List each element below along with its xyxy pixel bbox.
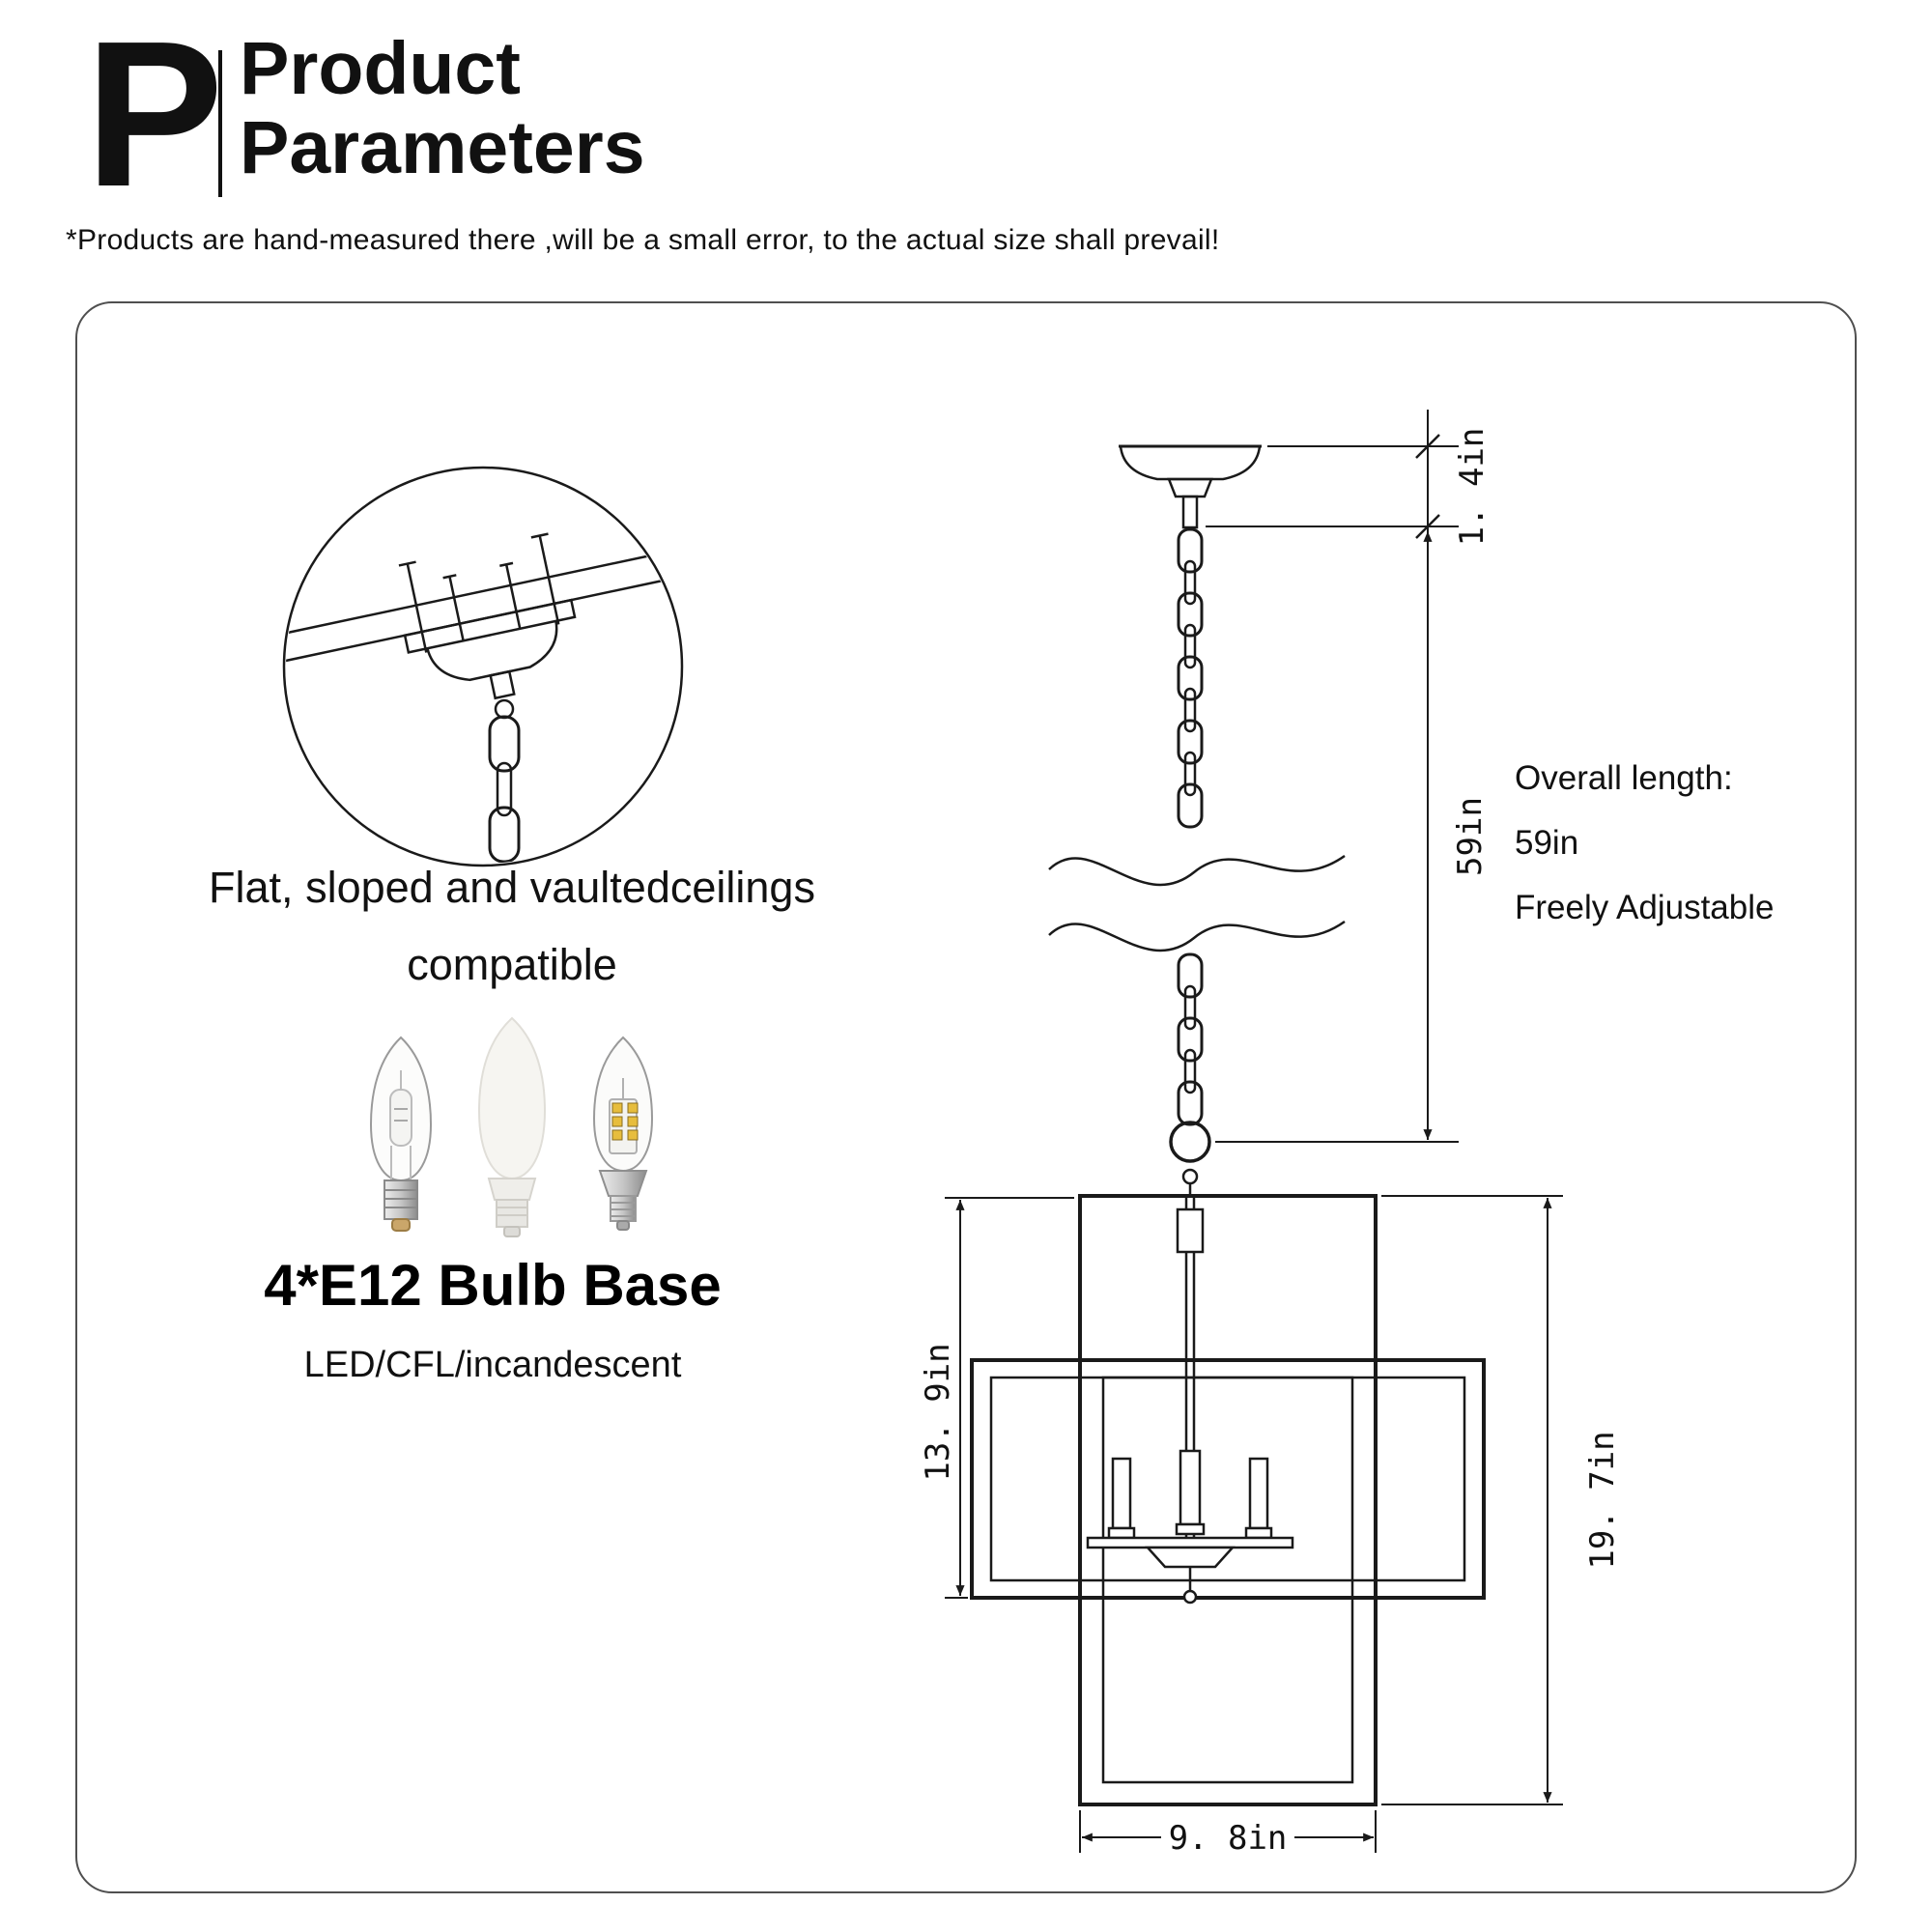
dim-label-cage-height: 13. 9in — [919, 1343, 957, 1481]
ceiling-caption-line2: compatible — [407, 940, 617, 989]
page-title-line2: Parameters — [240, 106, 645, 189]
bobeche-plate — [1086, 1536, 1294, 1605]
dim-fixture-height: 19. 7in — [1381, 1195, 1622, 1805]
bulb-base-title: 4*E12 Bulb Base — [264, 1253, 722, 1318]
dim-label-canopy-height: 1. 4in — [1453, 428, 1492, 547]
chain-lower — [1177, 952, 1204, 1126]
ceiling-caption-line1: Flat, sloped and vaultedceilings — [209, 863, 815, 912]
fixture-frame — [970, 1194, 1486, 1806]
fixture-frame-side-outer — [970, 1358, 1486, 1600]
dim-cage-height: 13. 9in — [919, 1197, 1074, 1599]
overall-length-block: Overall length: 59in Freely Adjustable — [1515, 746, 1774, 940]
mounting-screws — [398, 532, 560, 653]
chain-upper — [1177, 527, 1204, 829]
canopy-dome — [426, 620, 558, 700]
candle-sockets — [1107, 1449, 1273, 1540]
page-title-line1: Product — [240, 27, 521, 110]
length-break-marks — [1048, 854, 1346, 952]
mounting-bracket — [403, 598, 577, 654]
content-panel — [75, 301, 1857, 1893]
overall-length-label: Overall length: — [1515, 759, 1733, 797]
title-divider — [218, 50, 222, 197]
disclaimer-text: *Products are hand-measured there ,will … — [66, 224, 1220, 256]
hanging-ring — [1169, 1121, 1211, 1198]
brand-logo: P — [85, 0, 224, 230]
chandelier-diagram — [970, 444, 1486, 1806]
sloped-ceiling-lines — [286, 532, 680, 700]
led-chips — [611, 1102, 639, 1141]
finial-knob — [1182, 1589, 1198, 1605]
bulb-cfl-icon — [477, 1016, 547, 1237]
overall-length-note: Freely Adjustable — [1515, 889, 1775, 926]
ceiling-canopy — [1119, 444, 1262, 529]
bulb-base-subtitle: LED/CFL/incandescent — [303, 1345, 682, 1385]
fixture-frame-outer — [1078, 1194, 1378, 1806]
ceiling-caption: Flat, sloped and vaultedceilings compati… — [126, 863, 898, 990]
page-title: Product Parameters — [240, 29, 645, 187]
dimension-annotations: 1. 4in 59in 13. 9in 19. 7in 9. 8 — [919, 410, 1622, 1858]
bulb-led-icon — [592, 1036, 654, 1231]
bulb-halogen-icon — [369, 1036, 433, 1232]
dim-label-fixture-width: 9. 8in — [1169, 1819, 1288, 1858]
overall-length-value: 59in — [1515, 824, 1579, 862]
bulb-icons — [369, 1016, 654, 1237]
ceiling-mount-diagram — [282, 466, 684, 867]
dim-fixture-width: 9. 8in — [1079, 1810, 1377, 1858]
dim-canopy-height: 1. 4in — [1206, 410, 1492, 566]
dim-overall-length: 59in — [1215, 531, 1490, 1143]
detail-circle — [282, 466, 684, 867]
dim-label-fixture-height: 19. 7in — [1583, 1431, 1622, 1569]
fixture-frame-inner — [1101, 1376, 1354, 1784]
dim-label-overall-length: 59in — [1451, 797, 1490, 876]
hanging-chain-detail — [488, 698, 521, 864]
